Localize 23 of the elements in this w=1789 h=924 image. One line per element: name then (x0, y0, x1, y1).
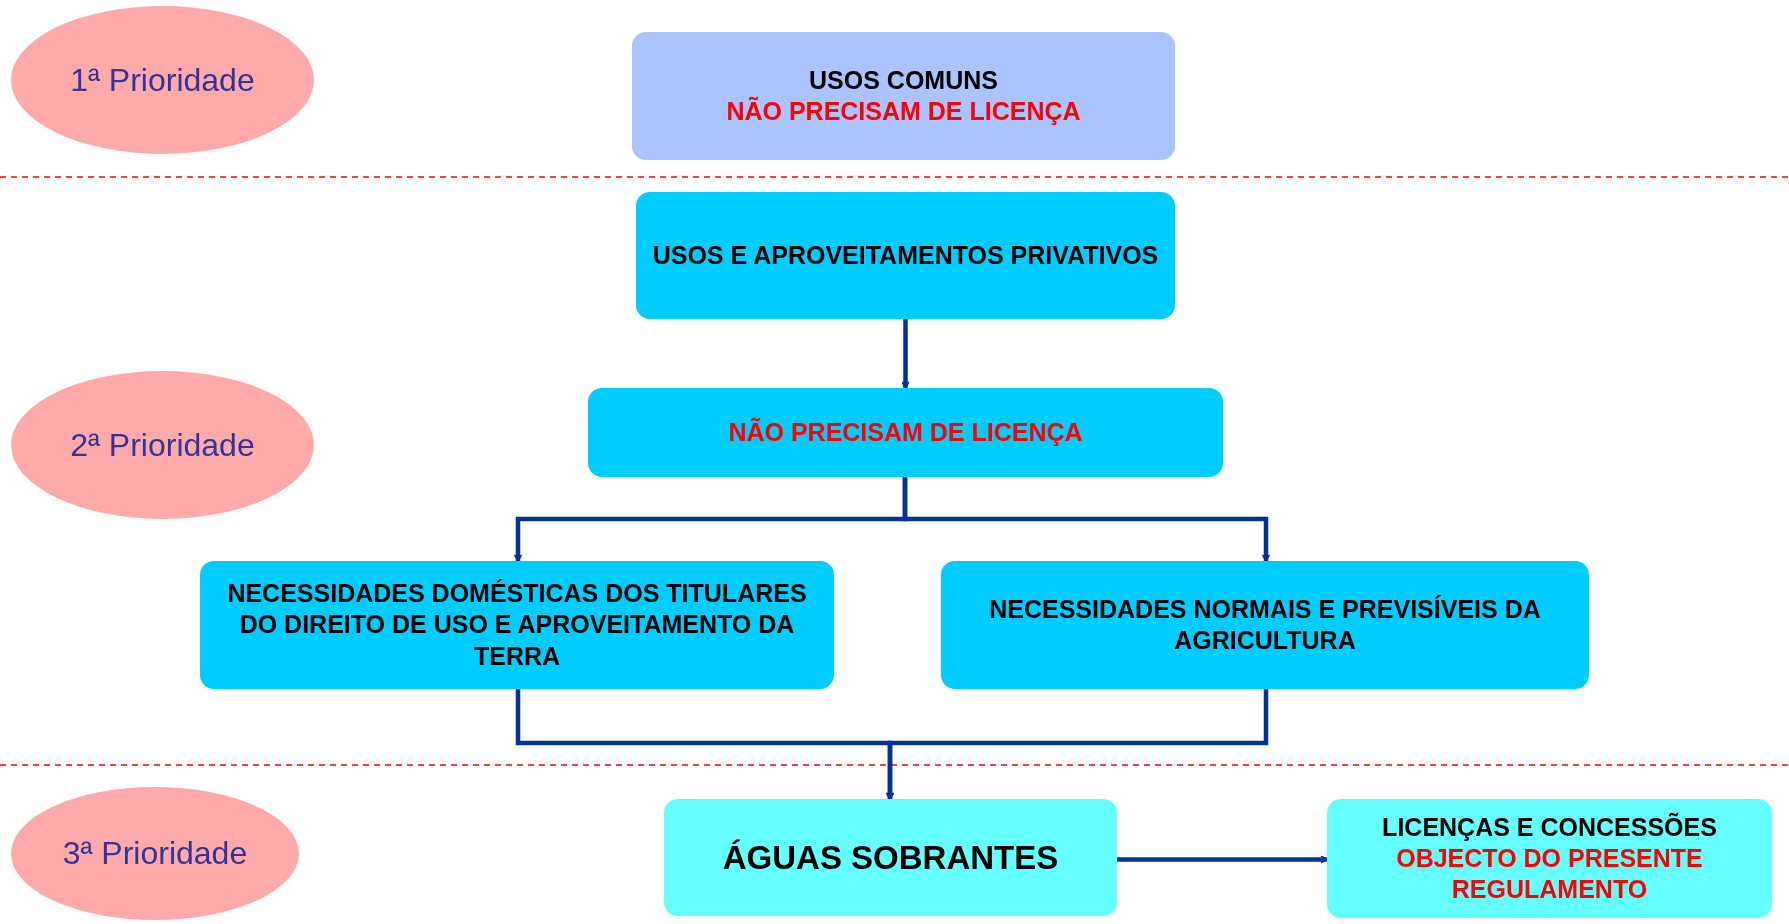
process-box (664, 799, 1117, 916)
process-box (588, 388, 1223, 477)
box-text: OBJECTO DO PRESENTE REGULAMENTO (1395, 842, 1704, 906)
box-text: NECESSIDADES DOMÉSTICAS DOS TITULARES DO DIREITO DE USO E APROVEITAMENTO DA TERRA (226, 578, 808, 672)
process-box (632, 32, 1175, 160)
arrow (885, 689, 1269, 800)
priority-label: 3ª Prioridade (62, 835, 248, 872)
process-box (200, 561, 834, 689)
process-box (941, 561, 1589, 689)
process-box (1327, 799, 1772, 918)
box-text: USOS E APROVEITAMENTOS PRIVATIVOS (652, 239, 1159, 271)
arrow (901, 319, 910, 389)
arrow (1117, 855, 1328, 864)
box-text: LICENÇAS E CONCESSÕES (1382, 811, 1717, 843)
arrow (902, 477, 1271, 562)
priority-label: 2ª Prioridade (70, 426, 255, 464)
box-text: ÁGUAS SOBRANTES (722, 837, 1059, 878)
box-text: NÃO PRECISAM DE LICENÇA (728, 416, 1083, 448)
priority-label: 1ª Prioridade (70, 61, 255, 99)
process-box (636, 192, 1175, 319)
box-text: NÃO PRECISAM DE LICENÇA (726, 96, 1081, 127)
box-text: NECESSIDADES NORMAIS E PREVISÍVEIS DA AGRICULTURA (988, 593, 1542, 656)
box-text: USOS COMUNS (809, 64, 998, 96)
